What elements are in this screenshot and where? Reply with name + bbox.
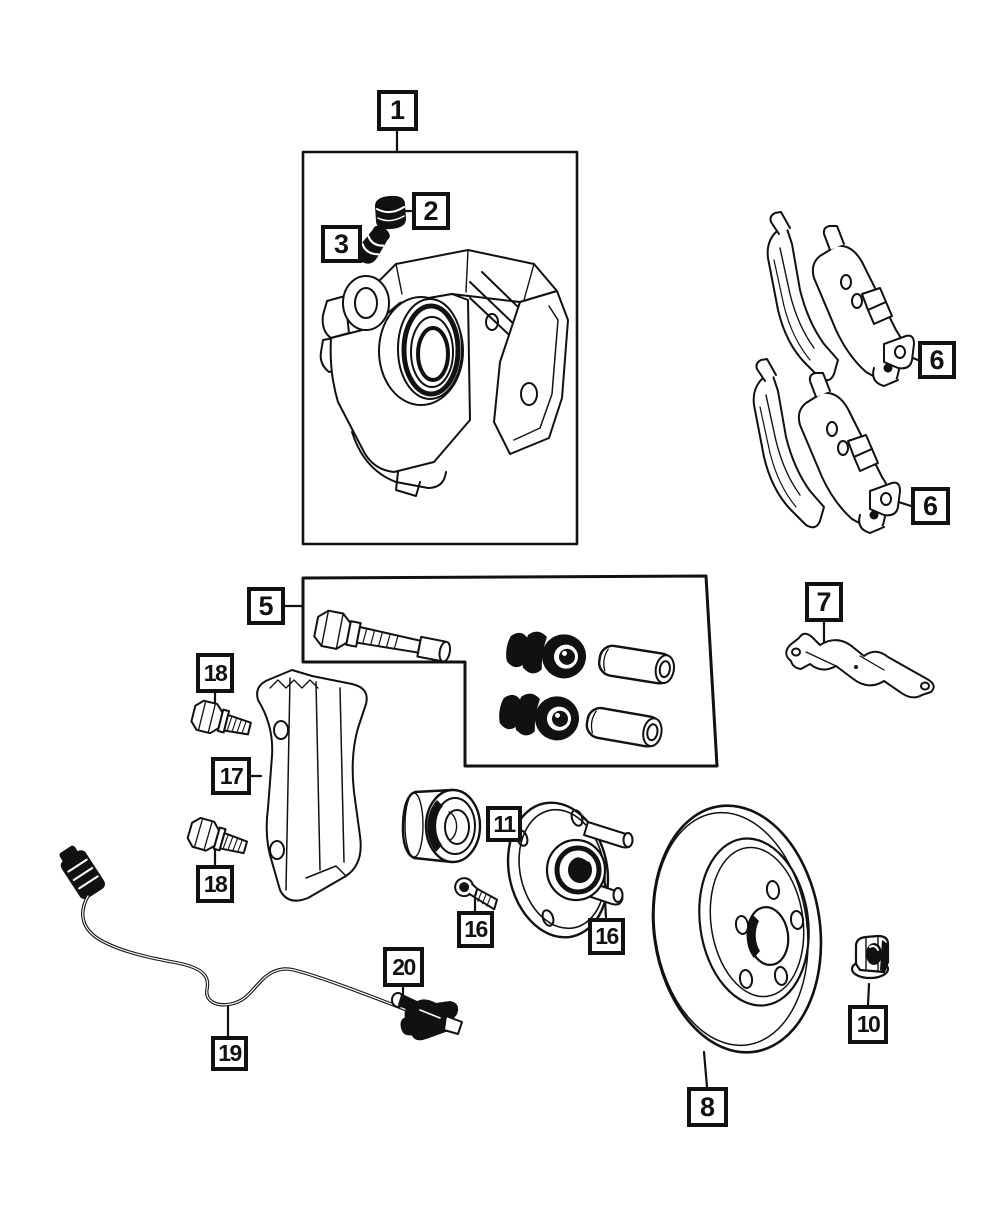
brake-caliper-drawing [319, 249, 569, 497]
callout-10[interactable]: 10 [848, 1005, 888, 1044]
callout-16b[interactable]: 16 [588, 918, 625, 955]
hub-assembly-drawing [506, 801, 634, 939]
brake-pad-set-drawing [766, 211, 915, 387]
callout-11[interactable]: 11 [486, 806, 522, 842]
callout-8[interactable]: 8 [687, 1087, 728, 1127]
wear-sensor-drawing [59, 845, 463, 1041]
pad-retainer-spring-drawing [785, 632, 935, 699]
guide-pin-sleeve-drawing [585, 706, 663, 748]
brake-rotor-drawing [651, 804, 823, 1054]
callout-7[interactable]: 7 [805, 582, 843, 622]
hub-bolt-drawing [454, 877, 498, 911]
caliper-assembly-frame [301, 150, 579, 546]
callout-17[interactable]: 17 [211, 757, 251, 795]
guide-pin-bushing-drawing [506, 631, 587, 679]
adapter-bolt-drawing [186, 816, 248, 855]
caliper-adapter-drawing [256, 669, 368, 902]
guide-pin-sleeve-drawing [597, 644, 675, 685]
guide-pin-kit-frame [301, 574, 719, 768]
callout-20[interactable]: 20 [383, 947, 424, 987]
callout-5[interactable]: 5 [247, 587, 285, 625]
guide-pin-bushing-drawing [499, 693, 580, 741]
callout-19[interactable]: 19 [211, 1036, 248, 1071]
guide-pin-bolt-drawing [313, 609, 452, 663]
bleeder-cap-drawing [375, 195, 406, 230]
callout-16a[interactable]: 16 [457, 911, 494, 948]
sensor-clip-pin-drawing [391, 992, 421, 1012]
hub-nut-drawing [850, 934, 890, 980]
callout-3[interactable]: 3 [321, 225, 362, 263]
callout-18b[interactable]: 18 [196, 865, 234, 903]
callout-2[interactable]: 2 [412, 192, 450, 230]
adapter-bolt-drawing [190, 699, 252, 736]
wheel-bearing-drawing [401, 788, 482, 864]
callout-1[interactable]: 1 [377, 90, 418, 131]
callout-18a[interactable]: 18 [196, 653, 234, 693]
callout-6b[interactable]: 6 [911, 487, 950, 525]
callout-6a[interactable]: 6 [918, 341, 956, 379]
